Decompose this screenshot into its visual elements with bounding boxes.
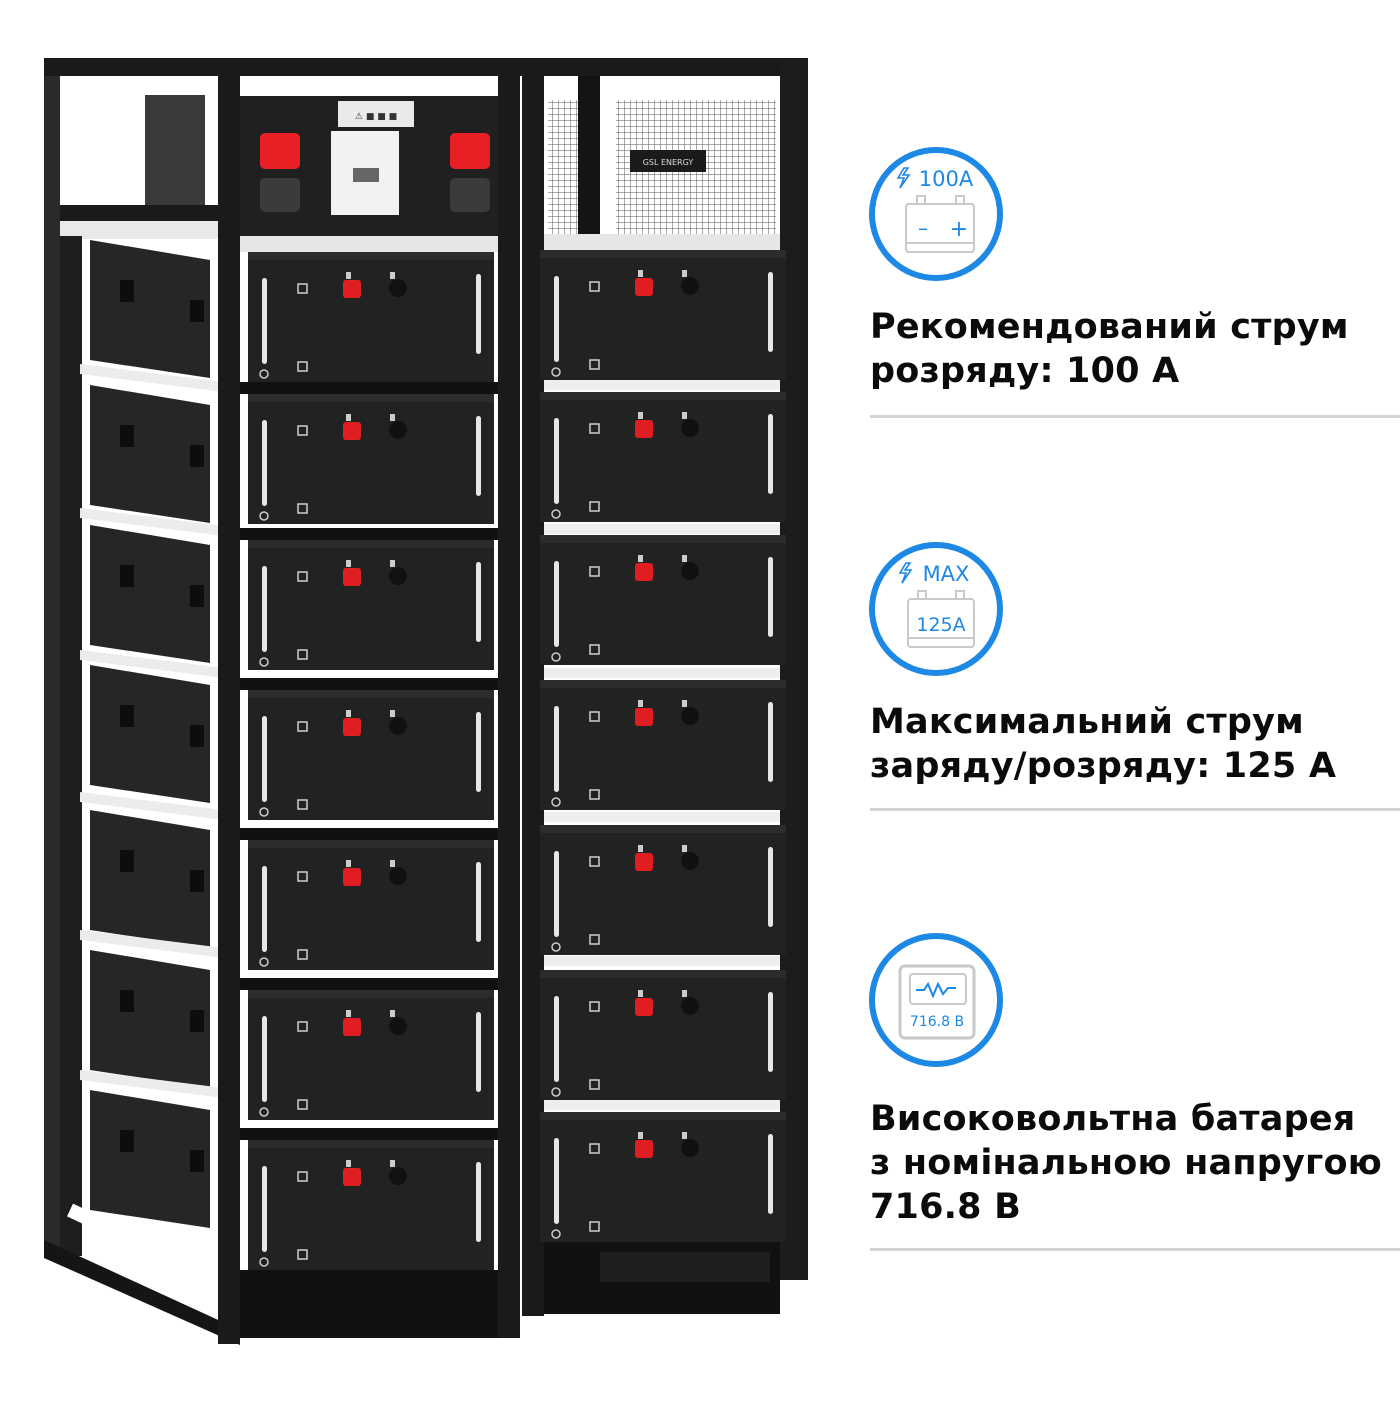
divider (870, 415, 1400, 418)
voltmeter-icon: 716.8 В (868, 932, 1004, 1068)
feature-line: Рекомендований струм (870, 307, 1349, 347)
feature-line: заряду/розряду: 125 А (870, 746, 1337, 786)
svg-text:716.8 В: 716.8 В (910, 1014, 964, 1030)
battery-rack-image: ⚠ ■ ■ ■ GSL ENERGY (44, 58, 808, 1345)
svg-text:100A: 100A (919, 167, 974, 191)
svg-text:MAX: MAX (923, 562, 970, 586)
svg-text:GSL ENERGY: GSL ENERGY (643, 158, 694, 167)
battery-max-icon: MAX 125A (868, 541, 1004, 677)
feature-recommended-discharge: Рекомендований струм розряду: 100 А (870, 305, 1349, 393)
svg-text:125A: 125A (916, 614, 965, 636)
feature-nominal-voltage: Високовольтна батарея з номінальною напр… (870, 1097, 1382, 1229)
divider (870, 1248, 1400, 1251)
feature-line: Високовольтна батарея (870, 1099, 1356, 1139)
svg-text:–: – (918, 216, 928, 240)
svg-text:⚠ ■ ■ ■: ⚠ ■ ■ ■ (355, 112, 397, 122)
feature-line: з номінальною напругою (870, 1143, 1382, 1183)
svg-text:+: + (950, 217, 968, 242)
feature-line: Максимальний струм (870, 702, 1304, 742)
feature-line: розряду: 100 А (870, 351, 1180, 391)
feature-max-current: Максимальний струм заряду/розряду: 125 А (870, 700, 1336, 788)
feature-line: 716.8 В (870, 1187, 1021, 1227)
divider (870, 808, 1400, 811)
battery-100a-icon: 100A – + (868, 146, 1004, 282)
